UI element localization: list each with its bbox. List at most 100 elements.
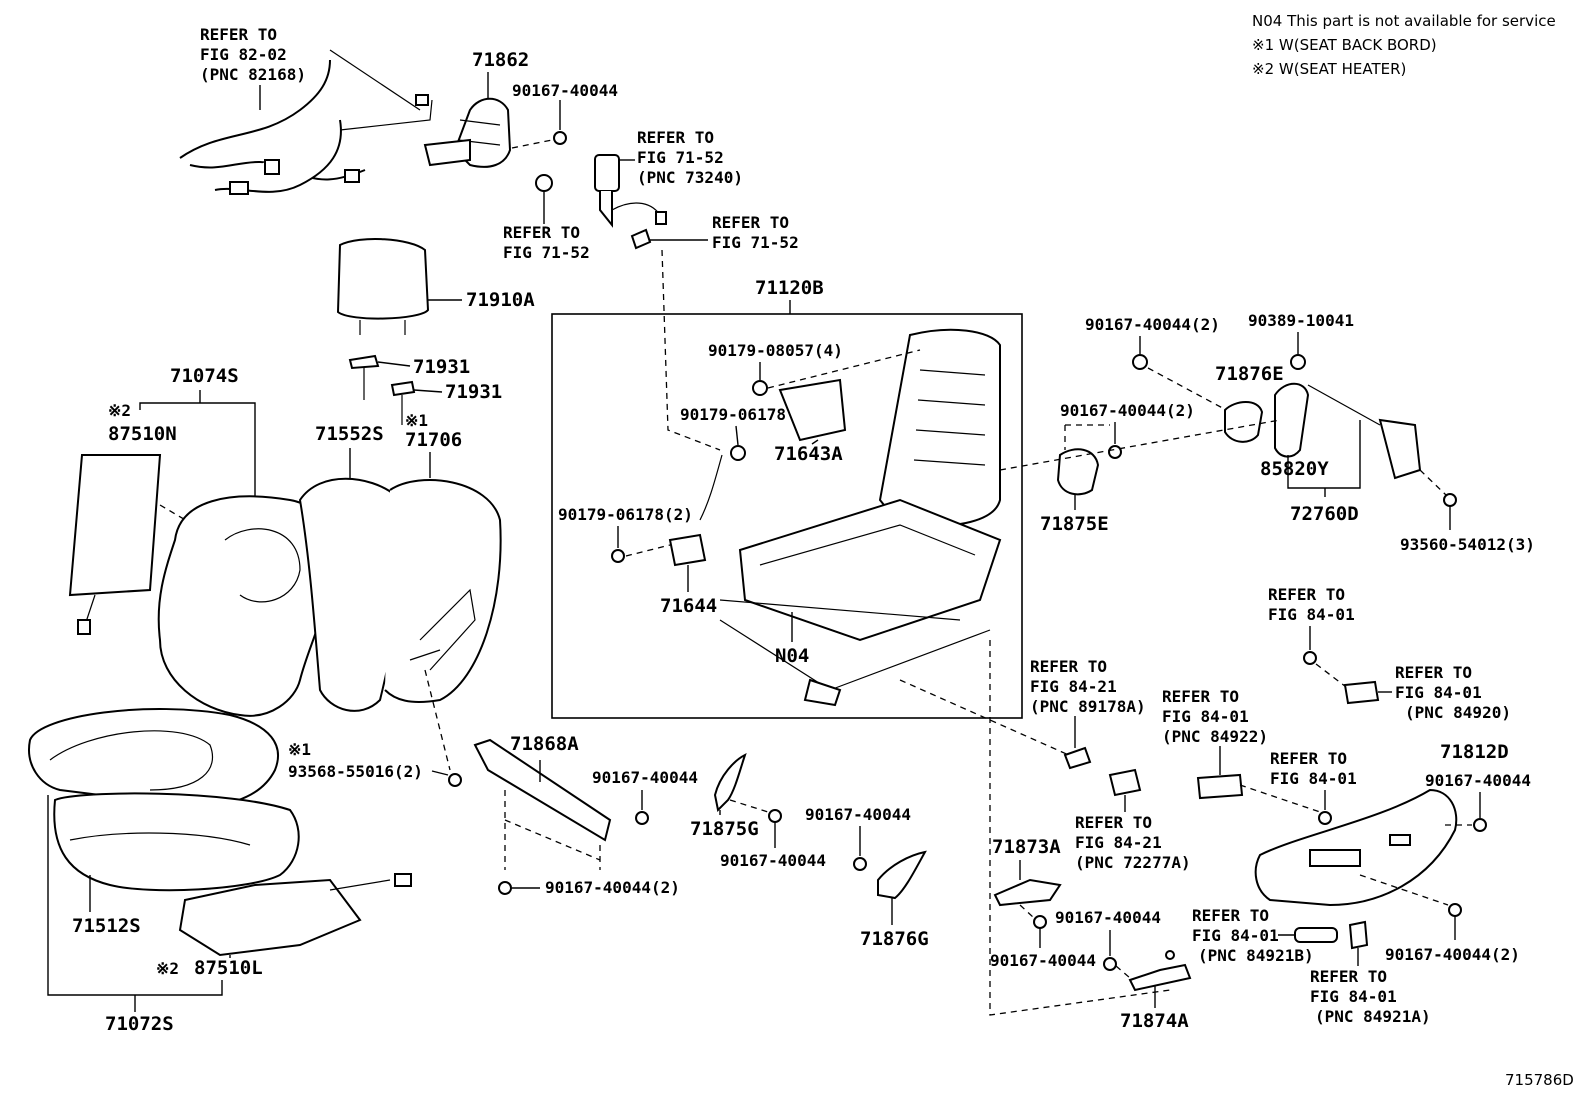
part-label-90167-40044-c: 90167-40044	[720, 851, 826, 870]
part-label-71120B: 71120B	[755, 277, 824, 299]
part-label-90167-40044-g: 90167-40044	[1425, 771, 1531, 790]
part-label-72760D: 72760D	[1290, 503, 1359, 525]
part-label-90167-40044-2-a: 90167-40044(2)	[1085, 315, 1220, 334]
part-label-90167-40044-e: 90167-40044	[1055, 908, 1161, 927]
seat-back-cover	[157, 495, 329, 717]
ref-fig71-52-a-l2: FIG 71-52	[637, 148, 724, 167]
ref-fig84-01-a-l2: FIG 84-01	[1268, 605, 1355, 624]
seat-heater-back	[68, 454, 162, 635]
part-label-71706: 71706	[405, 429, 462, 451]
cover-71868A	[473, 738, 612, 895]
part-label-71910A: 71910A	[466, 289, 535, 311]
ref-fig71-52-b-l2: FIG 71-52	[503, 243, 590, 262]
part-label-71876E: 71876E	[1215, 363, 1284, 385]
part-label-71072S: 71072S	[105, 1013, 174, 1035]
part-label-71862: 71862	[472, 49, 529, 71]
part-71875G	[713, 753, 747, 813]
ref-fig84-01-c-l3: (PNC 84922)	[1162, 727, 1268, 746]
note-mark1: ※1 W(SEAT BACK BORD)	[1252, 36, 1437, 54]
recliner-parts	[1056, 382, 1457, 507]
ref-fig84-01-e-l2: FIG 84-01	[1192, 926, 1279, 945]
part-label-90179-08057: 90179-08057(4)	[708, 341, 843, 360]
part-label-90167-40044-2-b: 90167-40044(2)	[1060, 401, 1195, 420]
ref-fig84-01-e-l3: (PNC 84921B)	[1198, 946, 1314, 965]
part-label-90167-40044-f: 90167-40044	[990, 951, 1096, 970]
part-label-93560-54012: 93560-54012(3)	[1400, 535, 1535, 554]
part-71876G	[877, 850, 927, 900]
part-label-90167-40044-2-c: 90167-40044(2)	[545, 878, 680, 897]
part-label-71644: 71644	[660, 595, 717, 617]
mark-2-a: ※2	[108, 401, 131, 420]
part-label-71812D: 71812D	[1440, 741, 1509, 763]
ref-fig82-02-l2: FIG 82-02	[200, 45, 287, 64]
part-label-90389-10041: 90389-10041	[1248, 311, 1354, 330]
mark-1-b: ※1	[288, 740, 311, 759]
ref-fig71-52-c-l2: FIG 71-52	[712, 233, 799, 252]
part-label-71873A: 71873A	[992, 836, 1061, 858]
seat-belt-buckle	[535, 154, 667, 250]
seat-cushion	[28, 708, 300, 892]
part-label-85820Y: 85820Y	[1260, 458, 1329, 480]
part-label-71931-b: 71931	[445, 381, 502, 403]
part-label-87510N: 87510N	[108, 423, 177, 445]
ref-fig84-21-a-l1: REFER TO	[1030, 657, 1107, 676]
ref-fig71-52-b-l1: REFER TO	[503, 223, 580, 242]
ref-fig84-21-b-l3: (PNC 72277A)	[1075, 853, 1191, 872]
part-label-93568-55016: 93568-55016(2)	[288, 762, 423, 781]
ref-fig71-52-a-l1: REFER TO	[637, 128, 714, 147]
ref-fig84-21-b-l2: FIG 84-21	[1075, 833, 1162, 852]
part-label-71875G: 71875G	[690, 818, 759, 840]
ref-fig82-02-l3: (PNC 82168)	[200, 65, 306, 84]
part-label-90167-40044-b: 90167-40044	[592, 768, 698, 787]
ref-fig84-01-f-l2: FIG 84-01	[1310, 987, 1397, 1006]
part-label-71512S: 71512S	[72, 915, 141, 937]
part-label-71875E: 71875E	[1040, 513, 1109, 535]
ref-fig84-01-d-l1: REFER TO	[1270, 749, 1347, 768]
wire-harness-drawing	[179, 49, 433, 195]
mark-2-b: ※2	[156, 959, 179, 978]
ref-fig84-01-b-l1: REFER TO	[1395, 663, 1472, 682]
ref-fig71-52-a-l3: (PNC 73240)	[637, 168, 743, 187]
part-label-71643A: 71643A	[774, 443, 843, 465]
ref-fig84-01-c-l2: FIG 84-01	[1162, 707, 1249, 726]
part-label-87510L: 87510L	[194, 957, 263, 979]
mark-1-a: ※1	[405, 411, 428, 430]
part-label-71552S: 71552S	[315, 423, 384, 445]
part-label-71931-a: 71931	[413, 356, 470, 378]
seat-frame-drawing	[611, 328, 1002, 707]
ref-fig82-02-l1: REFER TO	[200, 25, 277, 44]
ref-fig84-01-d-l2: FIG 84-01	[1270, 769, 1357, 788]
ref-fig84-21-b-l1: REFER TO	[1075, 813, 1152, 832]
part-label-90167-40044-top: 90167-40044	[512, 81, 618, 100]
side-cover-71812D	[1254, 788, 1458, 907]
part-label-71876G: 71876G	[860, 928, 929, 950]
part-label-N04: N04	[775, 645, 809, 667]
ref-fig84-21-a-l3: (PNC 89178A)	[1030, 697, 1146, 716]
ref-fig84-01-b-l2: FIG 84-01	[1395, 683, 1482, 702]
note-mark2: ※2 W(SEAT HEATER)	[1252, 60, 1406, 78]
seat-heater-cushion	[178, 873, 412, 957]
ref-fig71-52-c-l1: REFER TO	[712, 213, 789, 232]
ref-fig84-01-f-l3: (PNC 84921A)	[1315, 1007, 1431, 1026]
part-label-71874A: 71874A	[1120, 1010, 1189, 1032]
ref-fig84-01-b-l3: (PNC 84920)	[1405, 703, 1511, 722]
note-n04: N04 This part is not available for servi…	[1252, 12, 1556, 30]
ref-fig84-01-e-l1: REFER TO	[1192, 906, 1269, 925]
diagram-id: 715786D	[1505, 1071, 1574, 1089]
part-label-71074S: 71074S	[170, 365, 239, 387]
part-label-90179-06178-a: 90179-06178	[680, 405, 786, 424]
ref-fig84-21-a-l2: FIG 84-21	[1030, 677, 1117, 696]
ref-fig84-01-a-l1: REFER TO	[1268, 585, 1345, 604]
headrest-drawing	[336, 237, 430, 425]
seat-frame-box	[551, 313, 1023, 719]
ref-fig84-01-f-l1: REFER TO	[1310, 967, 1387, 986]
part-label-90179-06178-b: 90179-06178(2)	[558, 505, 693, 524]
seat-back-pad-and-board	[298, 477, 502, 712]
part-71862-cover	[423, 97, 512, 168]
ref-fig84-01-c-l1: REFER TO	[1162, 687, 1239, 706]
part-71873A	[993, 878, 1062, 907]
part-label-90167-40044-2-d: 90167-40044(2)	[1385, 945, 1520, 964]
part-71874A	[1128, 950, 1192, 992]
part-label-71868A: 71868A	[510, 733, 579, 755]
